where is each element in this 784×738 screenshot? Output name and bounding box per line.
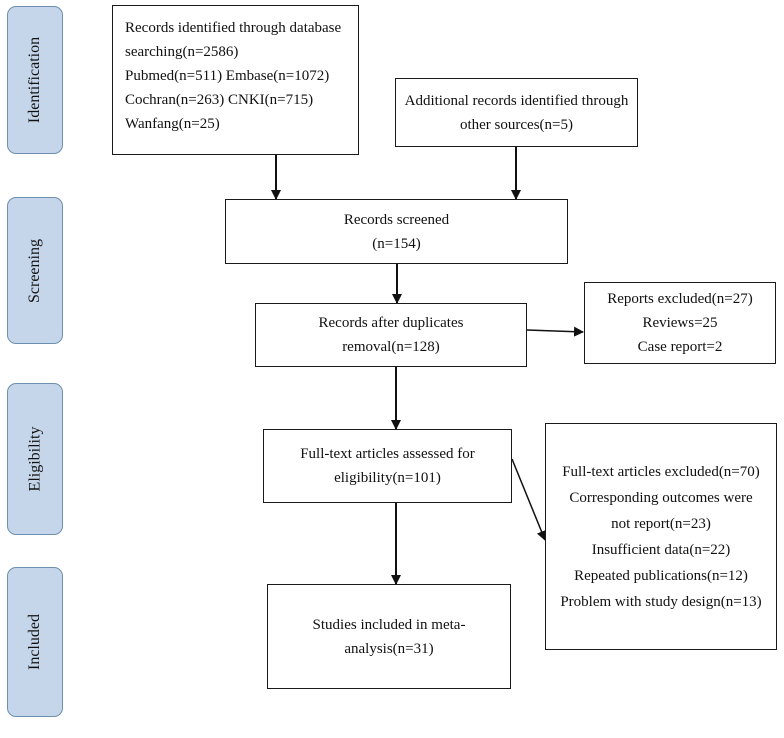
stage-label-screening: Screening [7, 197, 63, 344]
fulltext-excluded-box: Full-text articles excluded(n=70) Corres… [545, 423, 777, 650]
after-duplicates-box: Records after duplicates removal(n=128) [255, 303, 527, 367]
database-records-box: Records identified through database sear… [112, 5, 359, 155]
stage-label-identification: Identification [7, 6, 63, 154]
fulltext-assessed-box: Full-text articles assessed for eligibil… [263, 429, 512, 503]
studies-included-box: Studies included in meta- analysis(n=31) [267, 584, 511, 689]
arrow-duplicates-to-excluded [526, 326, 584, 337]
records-screened-box: Records screened (n=154) [225, 199, 568, 264]
stage-label-included: Included [7, 567, 63, 717]
other-sources-box: Additional records identified through ot… [395, 78, 638, 147]
arrow-fulltext-to-excluded [511, 458, 547, 541]
reports-excluded-box: Reports excluded(n=27) Reviews=25 Case r… [584, 282, 776, 364]
stage-label-eligibility: Eligibility [7, 383, 63, 535]
